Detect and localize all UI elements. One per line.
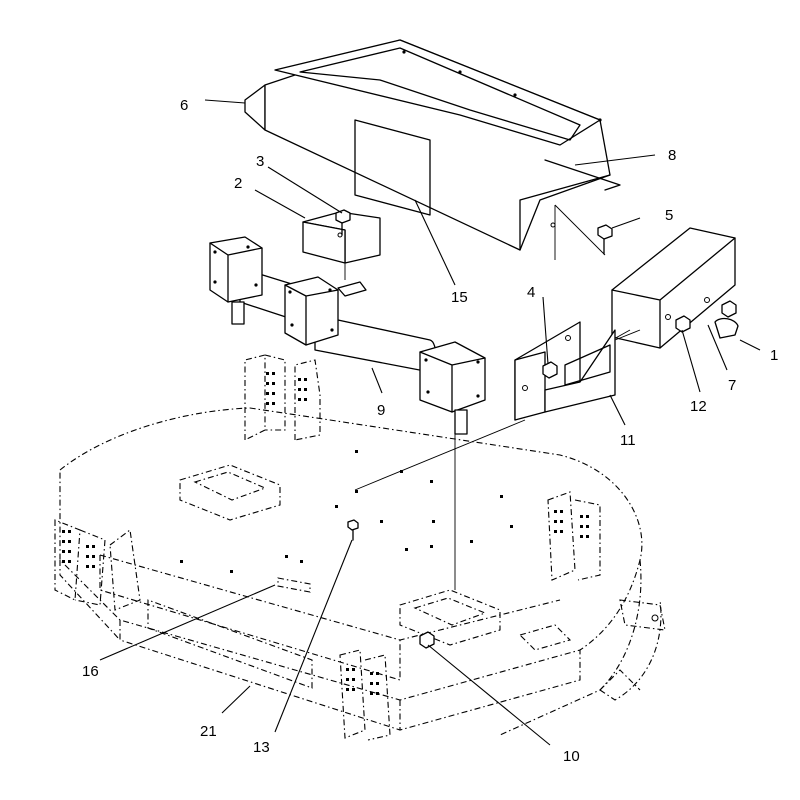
clip-1 — [714, 317, 739, 339]
callout-15: 15 — [451, 289, 468, 306]
callout-9: 9 — [377, 402, 385, 419]
callout-16: 16 — [82, 663, 99, 680]
nut-12 — [675, 300, 737, 333]
bolt-13 — [347, 519, 359, 541]
bolt-5 — [597, 224, 613, 255]
deck-holes — [180, 450, 513, 573]
baffle-holes — [62, 372, 589, 695]
callout-2: 2 — [234, 175, 242, 192]
callout-3: 3 — [256, 153, 264, 170]
callout-4: 4 — [527, 284, 535, 301]
bolt-3 — [335, 209, 351, 236]
callout-21: 21 — [200, 723, 217, 740]
nut-4 — [542, 361, 558, 379]
bracket-2 — [302, 211, 381, 280]
callout-10: 10 — [563, 748, 580, 765]
callout-7: 7 — [728, 377, 736, 394]
callout-11: 11 — [620, 432, 636, 449]
gearbox-assembly — [209, 236, 486, 435]
callout-5: 5 — [665, 207, 673, 224]
nut-10 — [419, 631, 435, 649]
callout-13: 13 — [253, 739, 270, 756]
belt-cover-6 — [244, 39, 621, 260]
shield-7 — [611, 227, 736, 349]
callout-labels: 1 2 3 4 5 6 7 8 9 10 11 12 13 15 16 21 — [82, 97, 778, 765]
callout-6: 6 — [180, 97, 188, 114]
mower-deck — [54, 354, 666, 741]
callout-1: 1 — [770, 347, 778, 364]
callout-8: 8 — [668, 147, 676, 164]
callout-12: 12 — [690, 398, 707, 415]
leader-lines — [99, 99, 761, 746]
